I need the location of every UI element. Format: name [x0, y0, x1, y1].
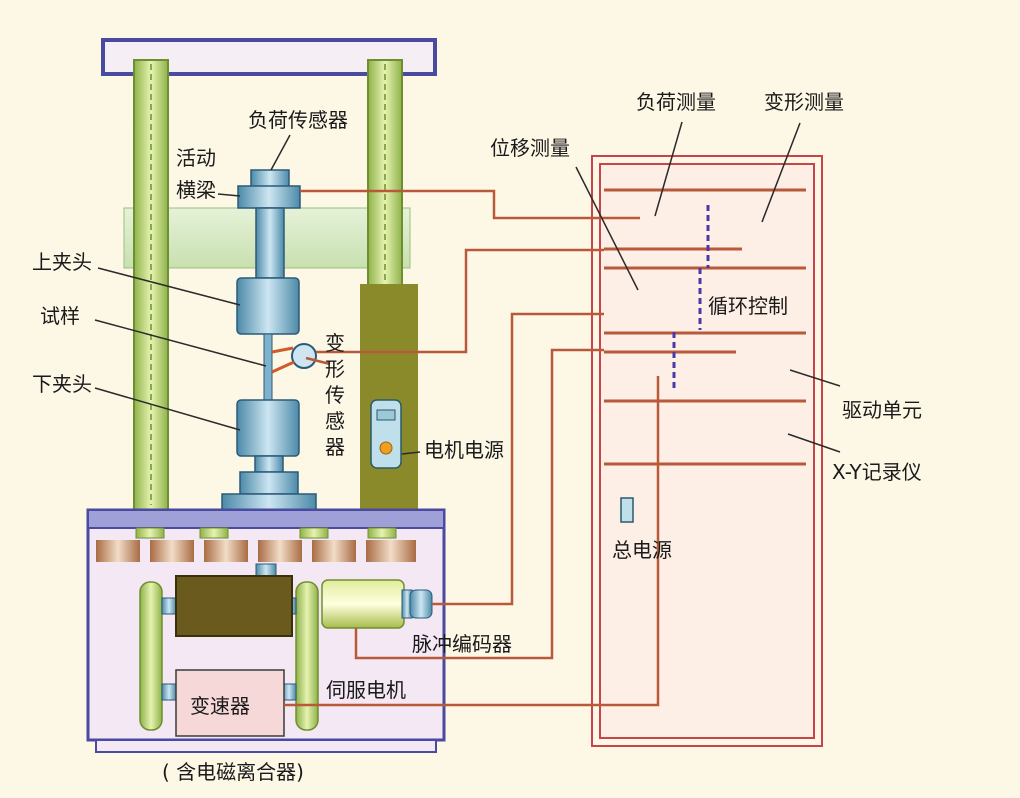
label-xy-recorder: X-Y记录仪	[832, 460, 922, 484]
label-load-measure: 负荷测量	[636, 90, 716, 114]
label-deform-measure: 变形测量	[764, 90, 844, 114]
lower-clamp	[236, 399, 300, 457]
leader-lines	[94, 121, 841, 455]
upper-clamp	[236, 277, 300, 335]
label-cycle-control: 循环控制	[708, 294, 788, 318]
gearbox	[175, 669, 285, 737]
label-lower-clamp: 下夹头	[32, 372, 92, 396]
label-disp-measure: 位移测量	[490, 136, 570, 160]
pulse-encoder	[409, 589, 433, 619]
specimen	[263, 333, 273, 401]
signal-wires	[284, 189, 660, 707]
label-servo-motor: 伺服电机	[326, 678, 406, 702]
label-load-sensor: 负荷传感器	[248, 108, 348, 132]
label-motor-power: 电机电源	[424, 438, 504, 462]
label-specimen: 试样	[40, 304, 80, 328]
clutch-block	[175, 575, 293, 637]
label-main-power: 总电源	[612, 538, 672, 562]
label-crosshead-line1: 活动	[176, 146, 216, 170]
label-drive-unit: 驱动单元	[842, 398, 922, 422]
label-clutch-note: ( 含电磁离合器)	[162, 760, 304, 784]
control-cabinet	[591, 155, 823, 747]
main-power-switch	[620, 497, 634, 523]
label-crosshead-line2: 横梁	[176, 178, 216, 202]
label-upper-clamp: 上夹头	[32, 250, 92, 274]
roller-row	[96, 540, 416, 562]
label-pulse-encoder: 脉冲编码器	[412, 632, 512, 656]
motor-power-post	[360, 284, 418, 510]
deform-sensor	[291, 343, 317, 369]
label-gearbox: 变速器	[190, 694, 250, 718]
label-deform-sensor: 变形传感器	[325, 331, 345, 459]
servo-motor	[321, 579, 405, 629]
motor-power-lamp	[379, 441, 393, 455]
